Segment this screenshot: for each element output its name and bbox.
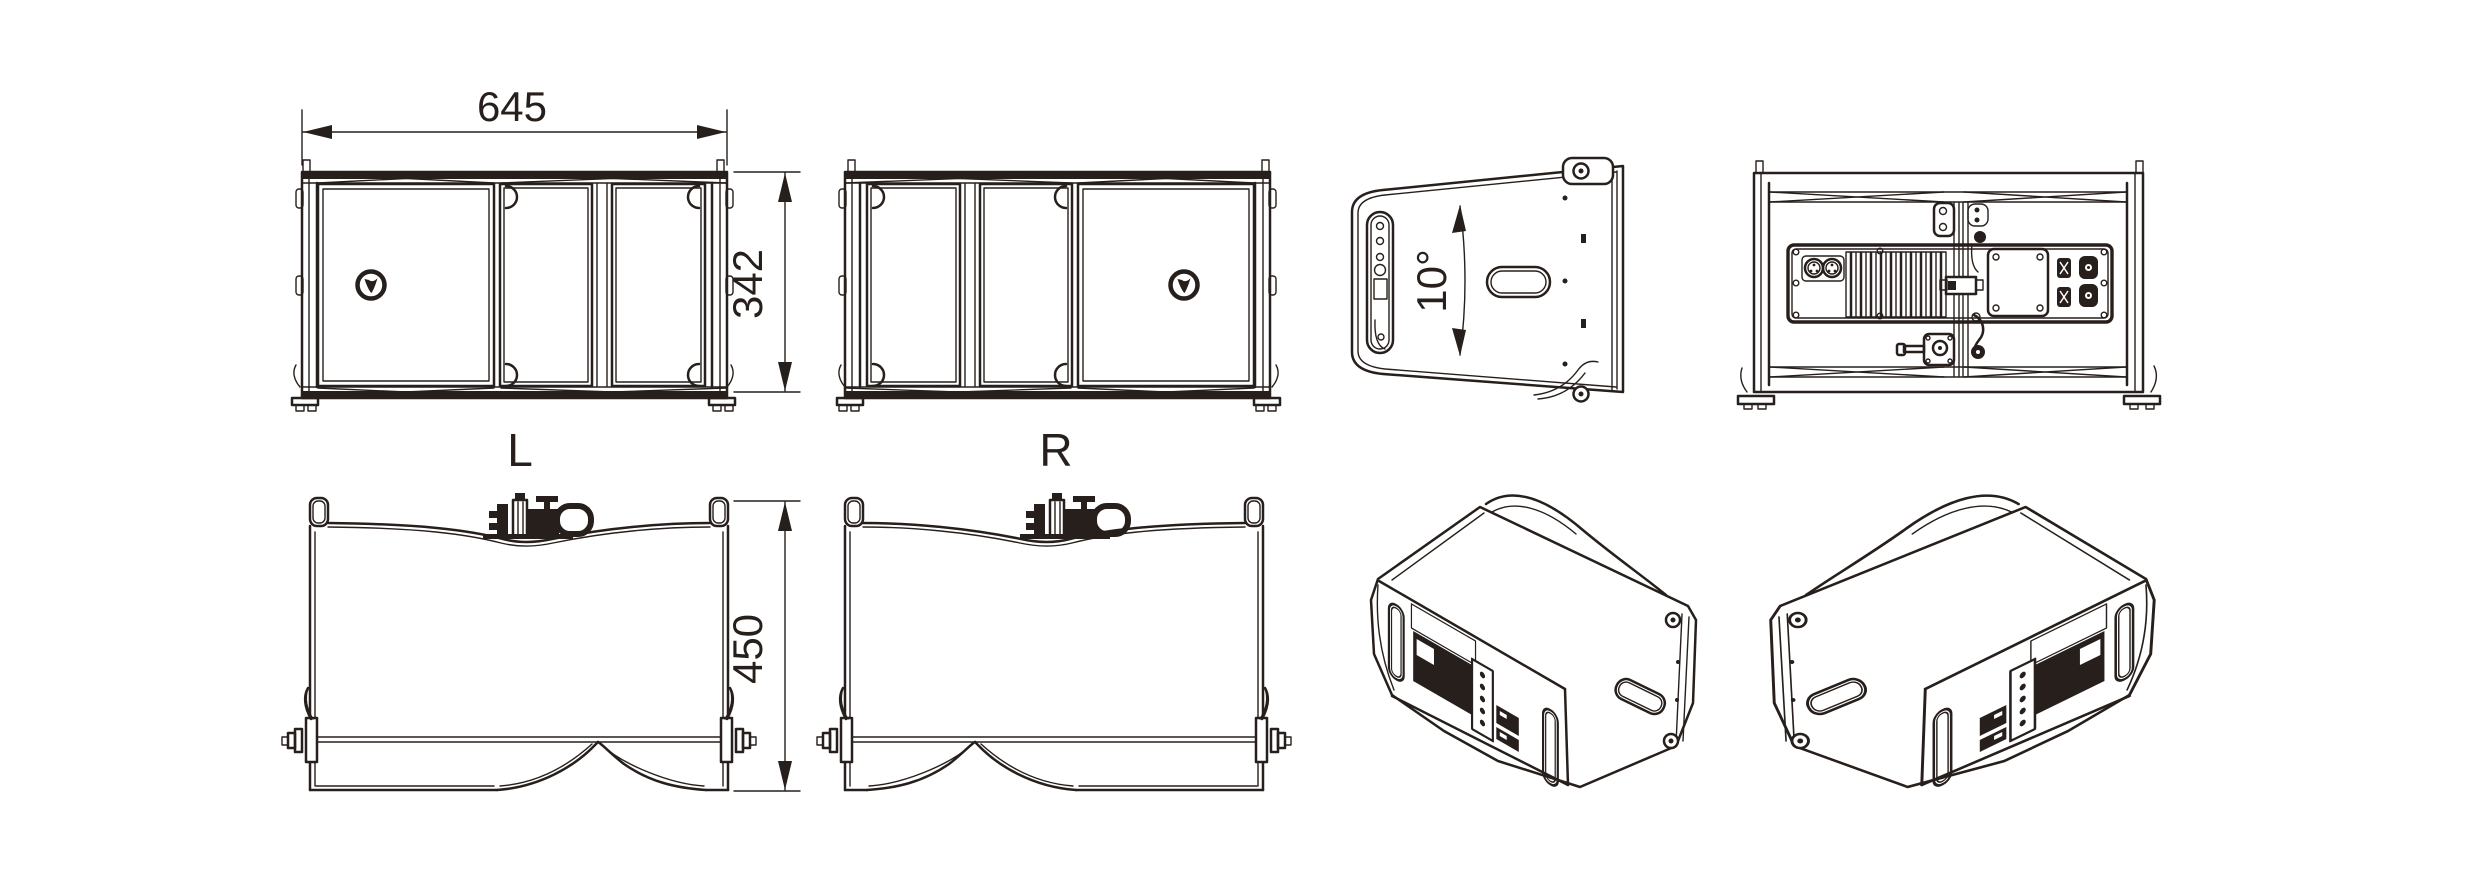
dimension-width: 645 bbox=[301, 83, 728, 166]
dimension-height: 342 bbox=[724, 171, 801, 393]
dim-height-text: 342 bbox=[724, 249, 771, 319]
side-view: 10° bbox=[1350, 156, 1625, 403]
variant-label-right: R bbox=[1039, 424, 1072, 476]
center-rigging-column bbox=[1895, 201, 1989, 377]
dim-depth-text: 450 bbox=[724, 614, 771, 684]
rigging-mechanism bbox=[1020, 493, 1128, 539]
front-view-right bbox=[835, 158, 1282, 413]
winch-handle bbox=[1895, 332, 1956, 367]
rear-view bbox=[1736, 160, 2162, 410]
isometric-view-rear-left bbox=[1369, 494, 1698, 790]
xlr-connector-plate bbox=[1801, 255, 1845, 282]
dim-width-text: 645 bbox=[477, 83, 547, 130]
top-view-right bbox=[815, 493, 1293, 792]
dim-angle-text: 10° bbox=[1408, 249, 1455, 313]
amplifier-panel bbox=[1786, 243, 2114, 324]
rigging-mechanism bbox=[483, 493, 591, 539]
variant-label-left: L bbox=[507, 424, 533, 476]
dimension-angle: 10° bbox=[1408, 205, 1466, 356]
heatsink-fins bbox=[1845, 251, 1947, 318]
handle-cutout bbox=[1485, 265, 1552, 299]
top-view-left: 450 bbox=[280, 493, 801, 792]
front-view-left: 645 342 bbox=[290, 83, 801, 413]
dimension-depth: 450 bbox=[724, 500, 801, 792]
isometric-view-rear-right bbox=[1769, 494, 2156, 790]
